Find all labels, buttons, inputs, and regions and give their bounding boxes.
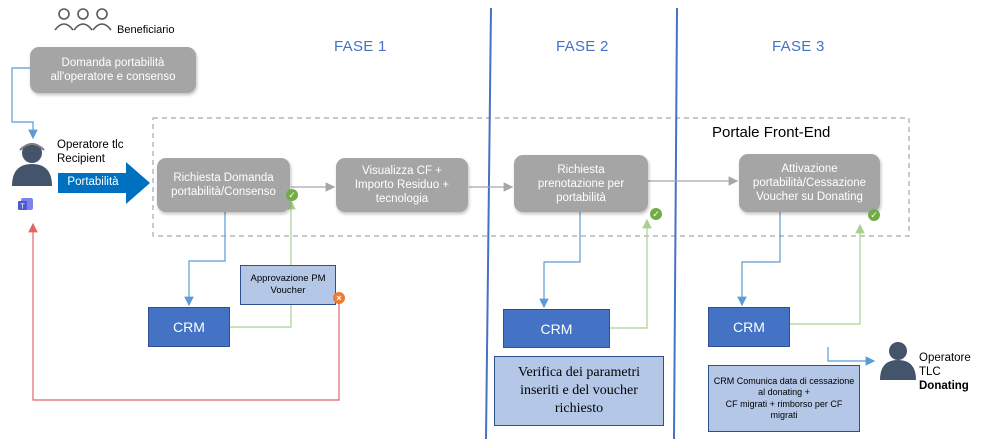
phase-2-label: FASE 2 (556, 38, 609, 55)
portabilita-arrow (58, 162, 150, 204)
phase-3-label: FASE 3 (772, 38, 825, 55)
phase-divider-2 (673, 7, 678, 439)
check-icon: ✓ (286, 189, 298, 201)
phase-divider-1 (485, 7, 492, 439)
operator-recipient-icon (8, 140, 56, 186)
connector-request-to-recipient (11, 67, 38, 140)
richiesta-prenotazione-box: Richiesta prenotazione per portabilità (514, 155, 648, 212)
beneficiario-label: Beneficiario (117, 24, 175, 36)
portal-label: Portale Front-End (712, 124, 831, 141)
users-group-icon (54, 6, 114, 32)
crm-comunica-note: CRM Comunica data di cessazione al donat… (708, 365, 860, 432)
operatore-recipient-label: Operatore tlc Recipient (57, 139, 124, 165)
svg-text:T: T (20, 204, 25, 211)
operatore-donating-line1: Operatore TLC (919, 352, 971, 378)
attivazione-portabilita-box: Attivazione portabilità/Cessazione Vouch… (739, 154, 880, 212)
verifica-parametri-note: Verifica dei parametri inseriti e del vo… (494, 356, 664, 426)
phase-1-label: FASE 1 (334, 38, 387, 55)
check-icon: ✓ (650, 208, 662, 220)
teams-icon: T (16, 194, 36, 214)
portal-frame (152, 117, 910, 237)
portabilita-arrow-label: Portabilità (67, 176, 119, 188)
richiesta-domanda-box: Richiesta Domanda portabilità/Consenso (157, 158, 290, 212)
operatore-donating-line2: Donating (919, 380, 969, 392)
operatore-donating-label: Operatore TLC Donating (919, 351, 991, 393)
crm-box-phase-3: CRM (708, 307, 790, 347)
crm-box-phase-2: CRM (503, 309, 610, 348)
operator-donating-icon (878, 340, 918, 380)
crm-box-phase-1: CRM (148, 307, 230, 347)
check-icon: ✓ (868, 209, 880, 221)
cross-icon: × (333, 292, 345, 304)
visualizza-cf-box: Visualizza CF + Importo Residuo + tecnol… (336, 158, 468, 212)
domanda-portabilita-box: Domanda portabilità all'operatore e cons… (30, 47, 196, 93)
approvazione-pm-voucher-note: Approvazione PM Voucher (240, 265, 336, 305)
